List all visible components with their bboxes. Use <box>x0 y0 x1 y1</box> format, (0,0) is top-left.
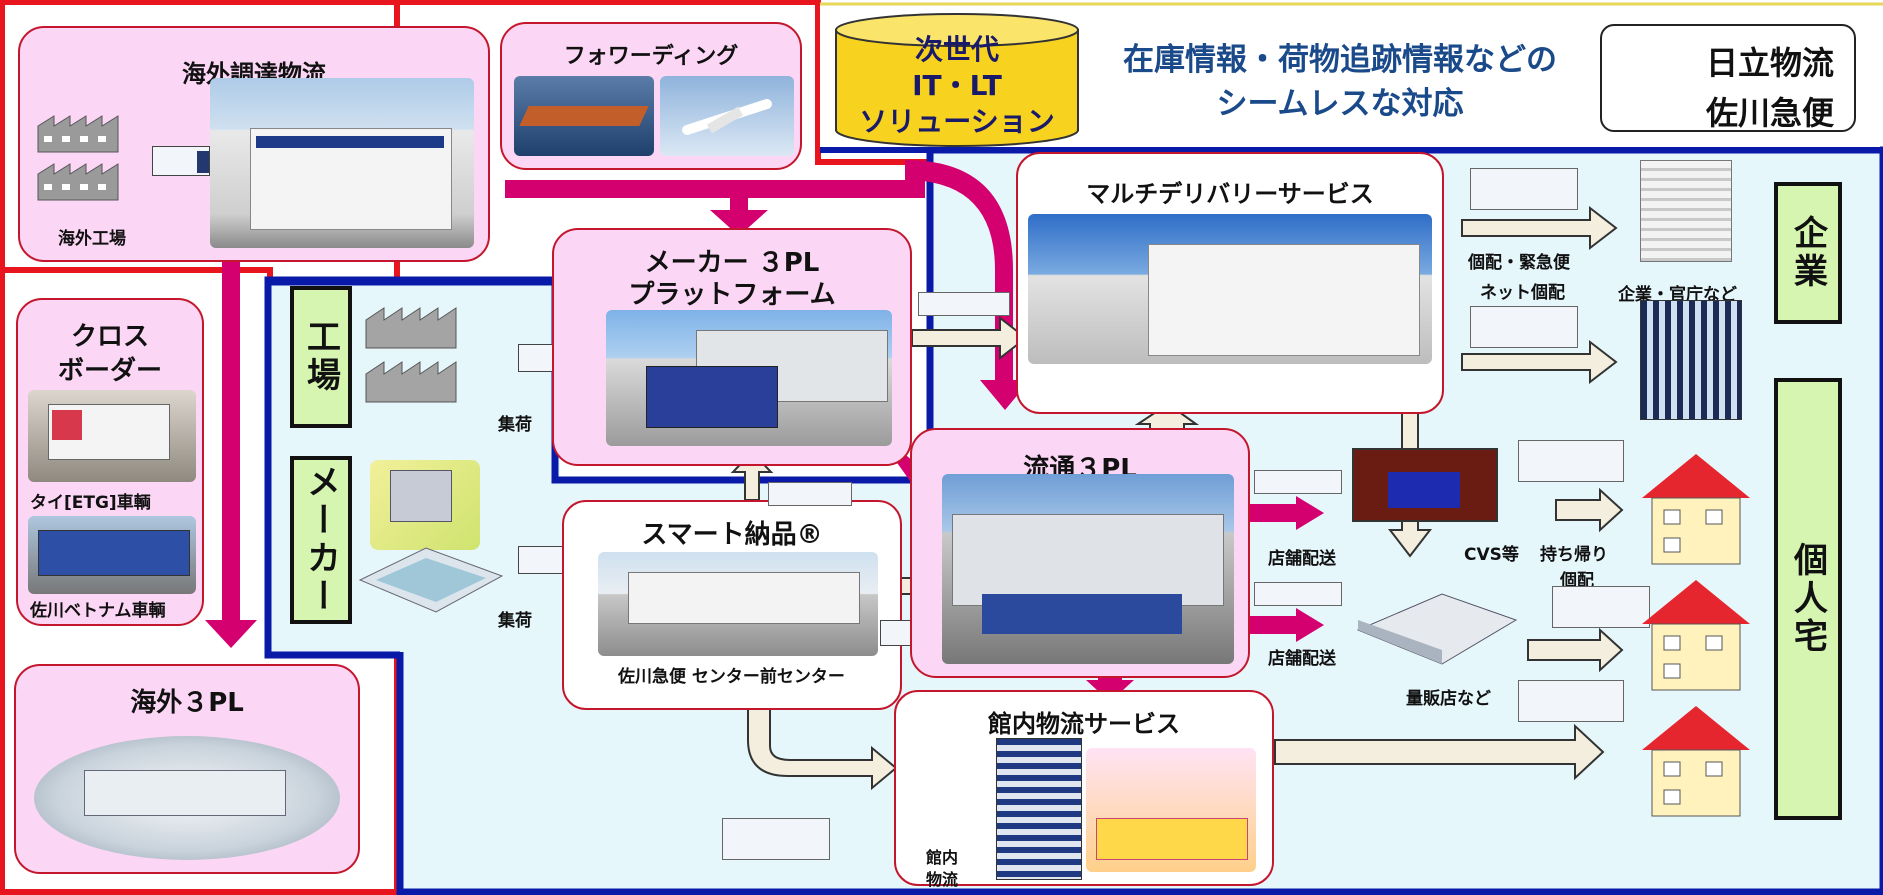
store-delivery-label-1: 店舗配送 <box>1268 549 1336 569</box>
smart-delivery-title: スマート納品® <box>641 520 823 550</box>
truck-icon <box>1552 586 1650 628</box>
overseas-factory-label: 海外工場 <box>58 229 126 249</box>
vietnam-vehicle-label: 佐川ベトナム車輌 <box>30 601 166 621</box>
legend: 日立物流 佐川急便 <box>1600 24 1856 132</box>
house-icon <box>1636 700 1754 820</box>
maker-3pl-title-1: メーカー ３PL <box>644 248 820 278</box>
truck-icon <box>1518 680 1624 722</box>
inbuilding-title: 館内物流サービス <box>988 710 1180 738</box>
factory-icon <box>34 104 154 204</box>
truck-icon <box>918 292 1010 316</box>
cylinder-line-2: IT・LT <box>912 69 1002 102</box>
forwarding-title: フォワーディング <box>563 44 739 69</box>
cross-border-title-2: ボーダー <box>57 356 162 386</box>
thai-truck-photo <box>28 390 196 482</box>
office-building-icon <box>996 738 1082 880</box>
truck-icon <box>152 146 210 176</box>
truck-icon <box>1470 168 1578 210</box>
house-icon <box>1636 448 1754 568</box>
headline-line-1: 在庫情報・荷物追跡情報などの <box>1123 42 1557 78</box>
multi-delivery-photo <box>1028 214 1432 364</box>
home-side-label: 個人宅 <box>1774 378 1842 820</box>
store-delivery-label-2: 店舗配送 <box>1268 649 1336 669</box>
overseas-procurement-box: 海外調達物流 海外工場 <box>18 26 490 262</box>
mass-retail-label: 量販店など <box>1406 689 1491 709</box>
office-building-icon <box>1640 300 1742 420</box>
vietnam-truck-photo <box>28 516 196 594</box>
airplane-icon <box>660 76 794 156</box>
ship-icon <box>514 76 654 156</box>
warehouse-icon <box>370 460 480 550</box>
headline: 在庫情報・荷物追跡情報などの シームレスな対応 <box>1090 38 1590 126</box>
maker-3pl-box: メーカー ３PL プラットフォーム <box>552 228 912 466</box>
warehouse-icon <box>34 736 340 860</box>
smart-delivery-caption: 佐川急便 センター前センター <box>618 667 845 687</box>
truck-icon <box>1518 440 1624 482</box>
legend-hitachi: 日立物流 <box>1706 44 1835 82</box>
truck-icon <box>768 482 852 506</box>
maker-3pl-photo <box>606 310 892 446</box>
takeout-label-1: 持ち帰り <box>1540 545 1608 565</box>
maker-3pl-title-2: プラットフォーム <box>628 280 836 310</box>
inbuilding-illustration <box>1086 748 1256 872</box>
truck-icon <box>722 818 830 860</box>
cvs-label: CVS等 <box>1464 545 1519 565</box>
maker-side-label: メーカー <box>290 456 352 624</box>
inbuilding-box: 館内物流サービス 館内 物流 <box>894 690 1274 889</box>
factory-icon <box>362 298 502 408</box>
smart-delivery-box: スマート納品® 佐川急便 センター前センター <box>562 500 902 710</box>
cylinder-line-3: ソリューション <box>859 105 1055 138</box>
overseas-3pl-title: 海外３PL <box>130 688 244 718</box>
company-side-label: 企業 <box>1774 182 1842 324</box>
distribution-3pl-box: 流通３PL <box>910 428 1250 678</box>
forwarding-box: フォワーディング <box>500 22 802 170</box>
warehouse-icon <box>356 540 506 620</box>
smart-delivery-photo <box>598 552 878 656</box>
pickup-label-1: 集荷 <box>498 415 532 435</box>
pickup-label-2: 集荷 <box>498 611 532 631</box>
inbuilding-small-1: 館内 <box>926 848 959 867</box>
factory-side-label: 工場 <box>290 286 352 428</box>
inbuilding-small-2: 物流 <box>926 870 959 889</box>
cylinder-line-1: 次世代 <box>914 33 999 66</box>
cross-border-title-1: クロス <box>70 322 149 352</box>
truck-icon <box>1254 470 1342 494</box>
multi-delivery-title: マルチデリバリーサービス <box>1086 180 1374 208</box>
headline-line-2: シームレスな対応 <box>1216 86 1464 122</box>
distribution-3pl-photo <box>942 474 1234 664</box>
office-building-icon <box>1640 160 1732 262</box>
overseas-3pl-box: 海外３PL <box>14 664 360 874</box>
it-lt-cylinder: 次世代 IT・LT ソリューション <box>832 10 1082 148</box>
cross-border-box: クロス ボーダー タイ[ETG]車輌 佐川ベトナム車輌 <box>16 298 204 626</box>
shopping-mall-icon <box>1352 580 1522 670</box>
kobai-label-2: ネット個配 <box>1480 283 1565 303</box>
kobai-label-1: 個配・緊急便 <box>1468 253 1570 273</box>
multi-delivery-box: マルチデリバリーサービス <box>1016 152 1444 414</box>
truck-icon <box>1254 582 1342 606</box>
truck-icon <box>1470 306 1578 348</box>
thai-vehicle-label: タイ[ETG]車輌 <box>30 493 151 513</box>
house-icon <box>1636 574 1754 694</box>
convenience-store-icon <box>1352 448 1498 522</box>
overseas-factory-photo <box>210 78 474 248</box>
legend-sagawa: 佐川急便 <box>1706 94 1835 132</box>
